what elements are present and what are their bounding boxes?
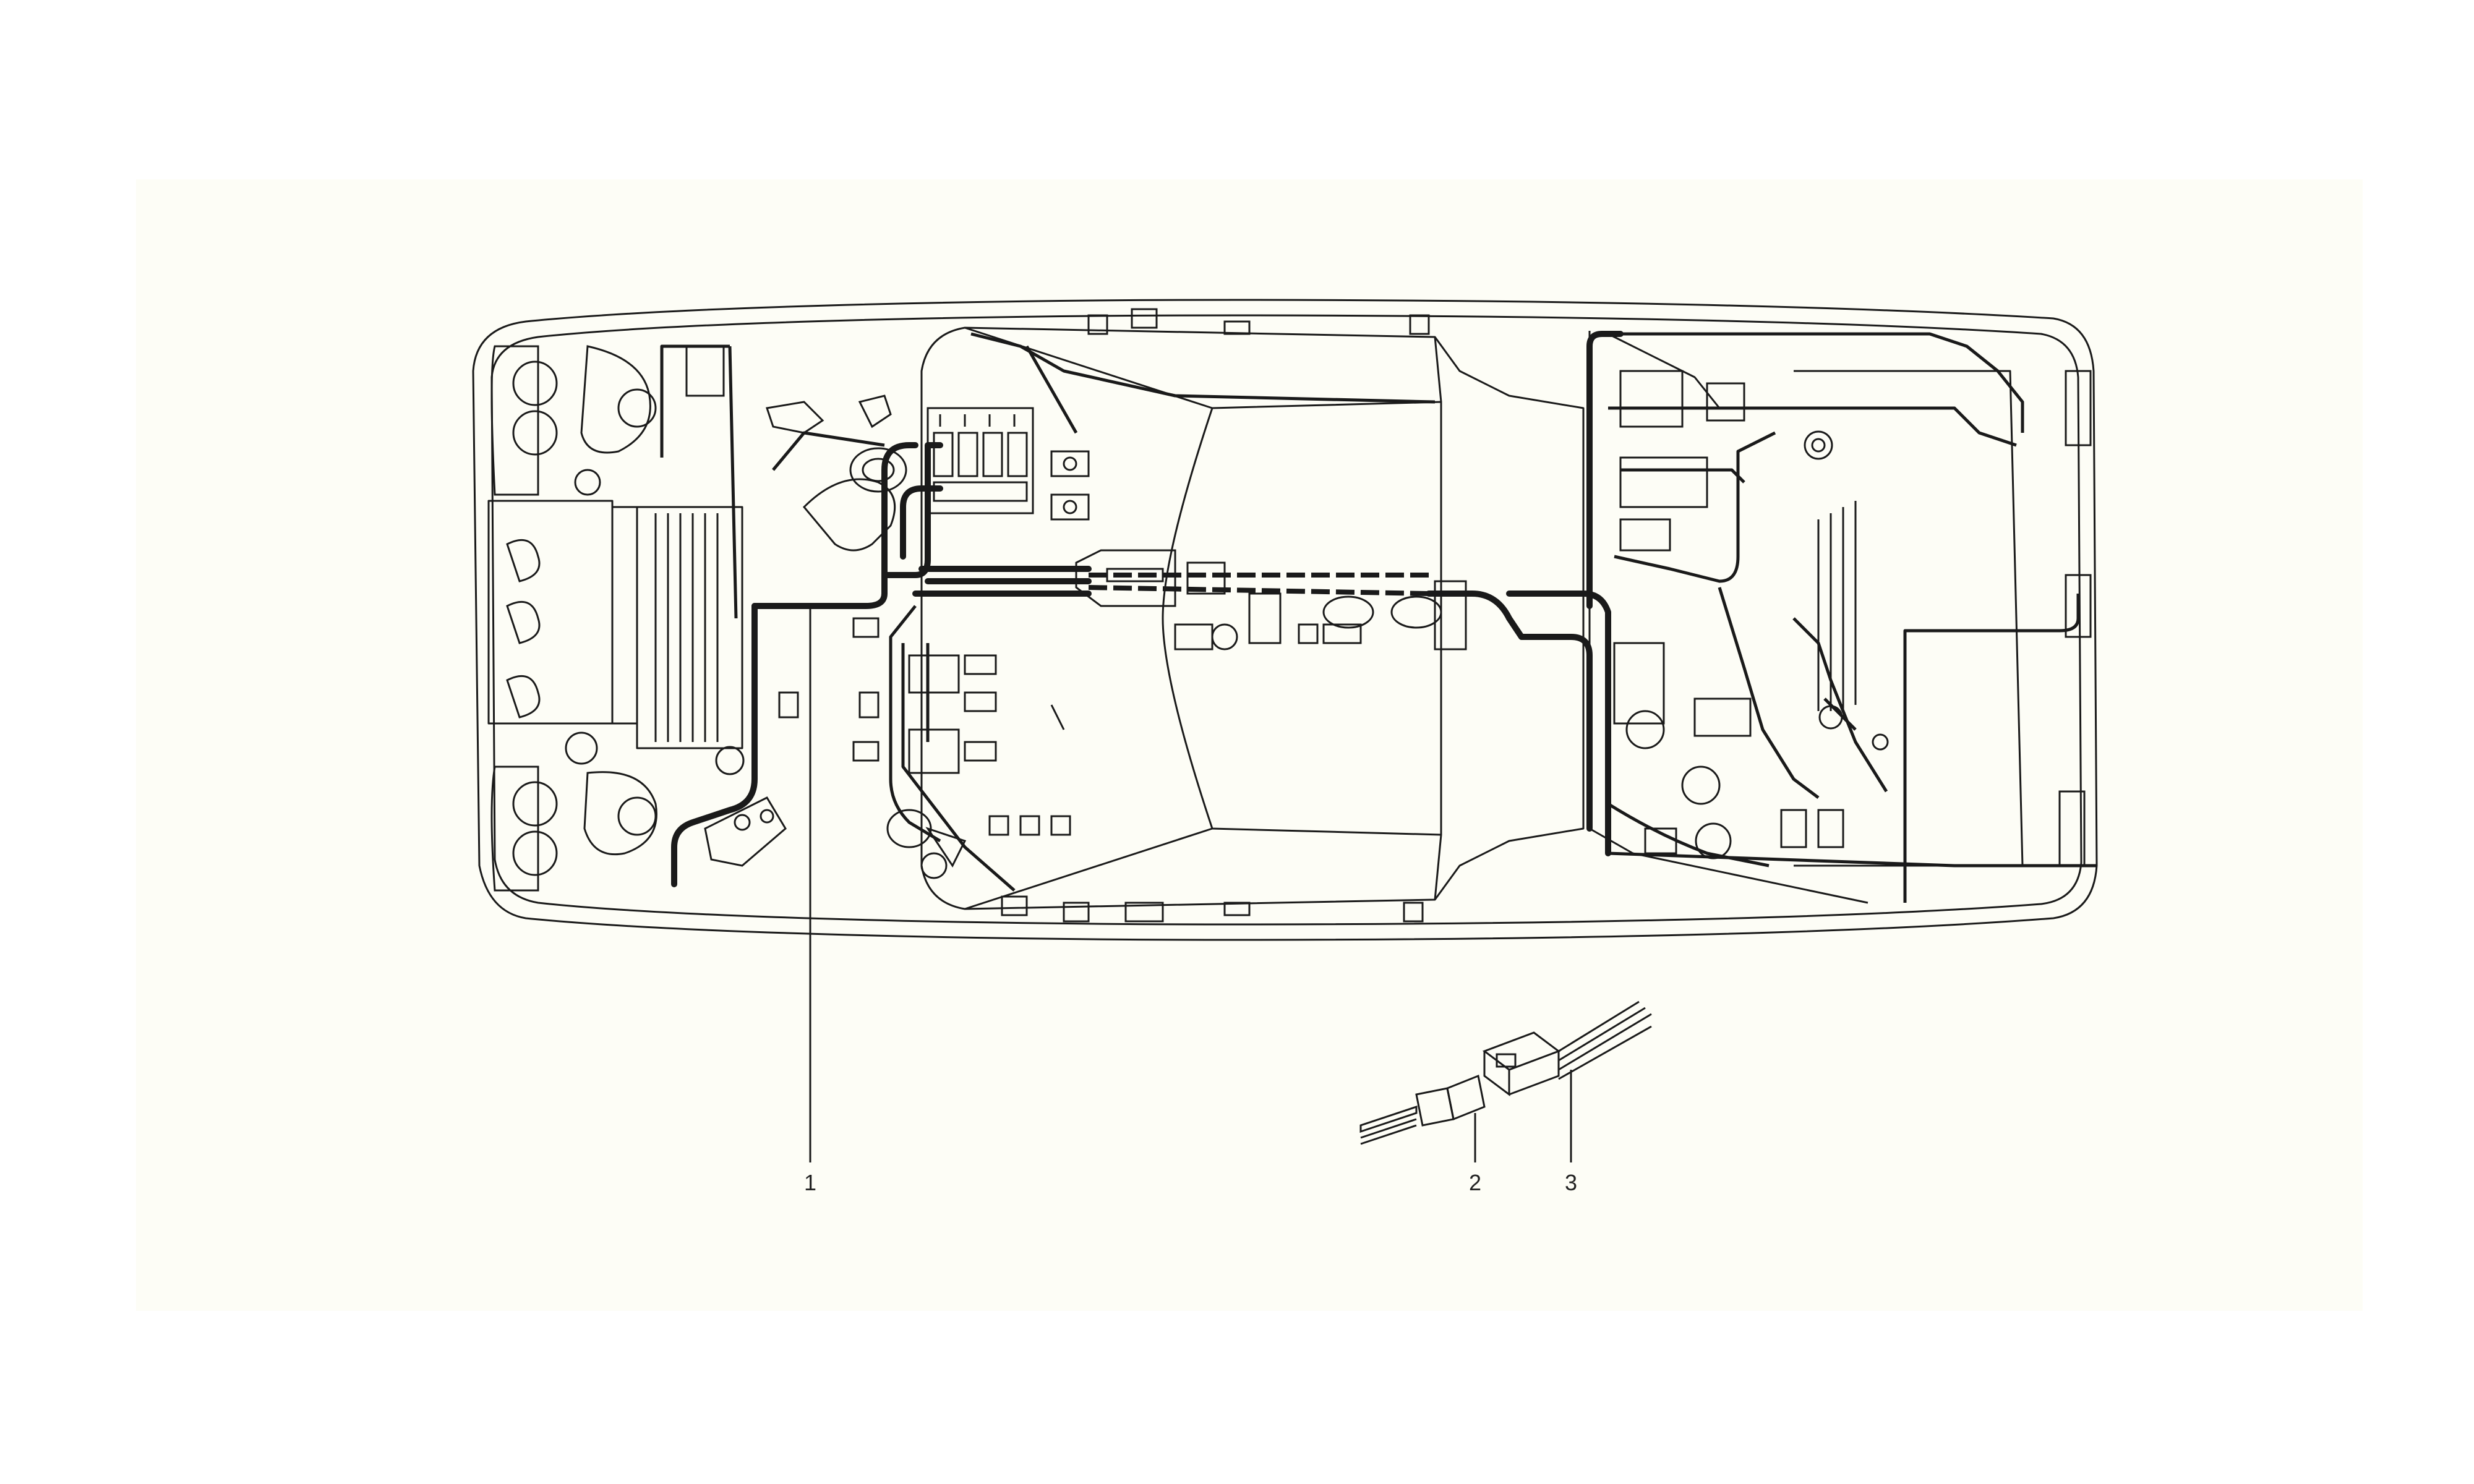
fuse-box: [927, 407, 1034, 514]
relay-cluster-front: [1050, 450, 1090, 521]
battery-plate: [704, 796, 787, 867]
radio-unit: [1075, 549, 1282, 650]
horn-left: [506, 539, 541, 719]
connector-plug-male: [1359, 1074, 1486, 1145]
rear-fuel-pump: [1613, 642, 1752, 859]
paper-sheet: [136, 179, 2363, 1311]
coil-connectors: [988, 815, 1071, 836]
front-connectors: [685, 345, 892, 762]
brake-servo: [802, 447, 907, 552]
harness-cabin-dashed: [1088, 573, 1429, 596]
door-connectors-top: [1087, 308, 1430, 335]
main-wiring-harness: [671, 331, 1624, 887]
callout-3-label: 3: [1565, 1170, 1577, 1195]
relay-block-front-right: [908, 654, 1065, 774]
wiper-motor: [886, 809, 967, 879]
callout-2: 2: [1469, 1113, 1481, 1195]
headlamp-front-left: [490, 345, 657, 496]
door-connectors-bottom: [1001, 895, 1424, 923]
interior-lamps: [1298, 580, 1467, 650]
connector-plug-female: [1482, 1000, 1652, 1096]
callout-1-label: 1: [804, 1170, 816, 1195]
rear-relay-block: [1619, 370, 1833, 552]
callout-3: 3: [1565, 1070, 1577, 1195]
callout-1: 1: [804, 609, 816, 1195]
headlamp-front-right: [490, 731, 745, 892]
callout-2-label: 2: [1469, 1170, 1481, 1195]
rear-lamp-units: [1780, 370, 2092, 867]
